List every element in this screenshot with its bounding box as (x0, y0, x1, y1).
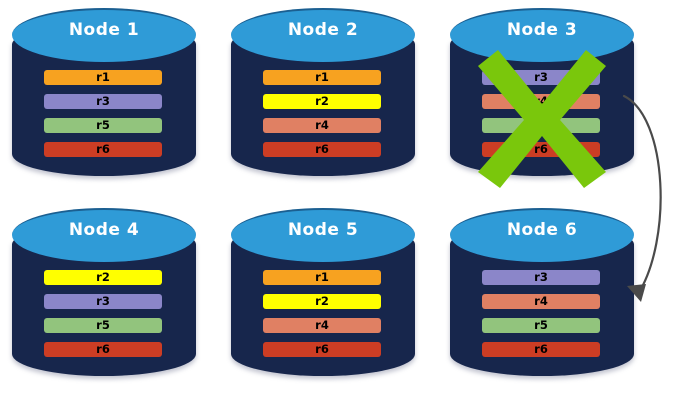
row-bar[interactable]: r3 (482, 270, 600, 285)
node-3[interactable]: Node 3 r3 r4 r5 r6 (450, 8, 634, 188)
row-bar[interactable]: r4 (482, 94, 600, 109)
node-rows: r1 r2 r4 r6 (231, 8, 415, 186)
node-1[interactable]: Node 1 r1 r3 r5 r6 (12, 8, 196, 186)
cylinder-top (231, 208, 415, 262)
row-bar[interactable]: r6 (44, 342, 162, 357)
row-bar[interactable]: r6 (482, 142, 600, 157)
row-bar[interactable]: r1 (44, 70, 162, 85)
row-bar[interactable]: r5 (482, 318, 600, 333)
node-rows: r3 r4 r5 r6 (450, 8, 634, 186)
cylinder-top (231, 8, 415, 62)
row-bar[interactable]: r4 (263, 318, 381, 333)
row-bar[interactable]: r5 (44, 318, 162, 333)
row-bar[interactable]: r4 (482, 294, 600, 309)
node-2[interactable]: Node 2 r1 r2 r4 r6 (231, 8, 415, 186)
row-bar[interactable]: r1 (263, 270, 381, 285)
row-bar[interactable]: r3 (482, 70, 600, 85)
row-bar[interactable]: r1 (263, 70, 381, 85)
row-bar[interactable]: r2 (263, 294, 381, 309)
row-bar[interactable]: r2 (263, 94, 381, 109)
row-bar[interactable]: r6 (263, 142, 381, 157)
cylinder-top (12, 8, 196, 62)
node-rows: r2 r3 r5 r6 (12, 208, 196, 386)
row-bar[interactable]: r6 (482, 342, 600, 357)
node-rows: r3 r4 r5 r6 (450, 208, 634, 386)
cylinder-top (450, 208, 634, 262)
row-bar[interactable]: r6 (44, 142, 162, 157)
row-bar[interactable]: r6 (263, 342, 381, 357)
row-bar[interactable]: r5 (482, 118, 600, 133)
row-bar[interactable]: r5 (44, 118, 162, 133)
node-rows: r1 r3 r5 r6 (12, 8, 196, 186)
row-bar[interactable]: r2 (44, 270, 162, 285)
row-bar[interactable]: r3 (44, 294, 162, 309)
node-rows: r1 r2 r4 r6 (231, 208, 415, 386)
node-6[interactable]: Node 6 r3 r4 r5 r6 (450, 208, 634, 386)
cylinder-top (12, 208, 196, 262)
node-4[interactable]: Node 4 r2 r3 r5 r6 (12, 208, 196, 386)
node-5[interactable]: Node 5 r1 r2 r4 r6 (231, 208, 415, 386)
row-bar[interactable]: r3 (44, 94, 162, 109)
row-bar[interactable]: r4 (263, 118, 381, 133)
